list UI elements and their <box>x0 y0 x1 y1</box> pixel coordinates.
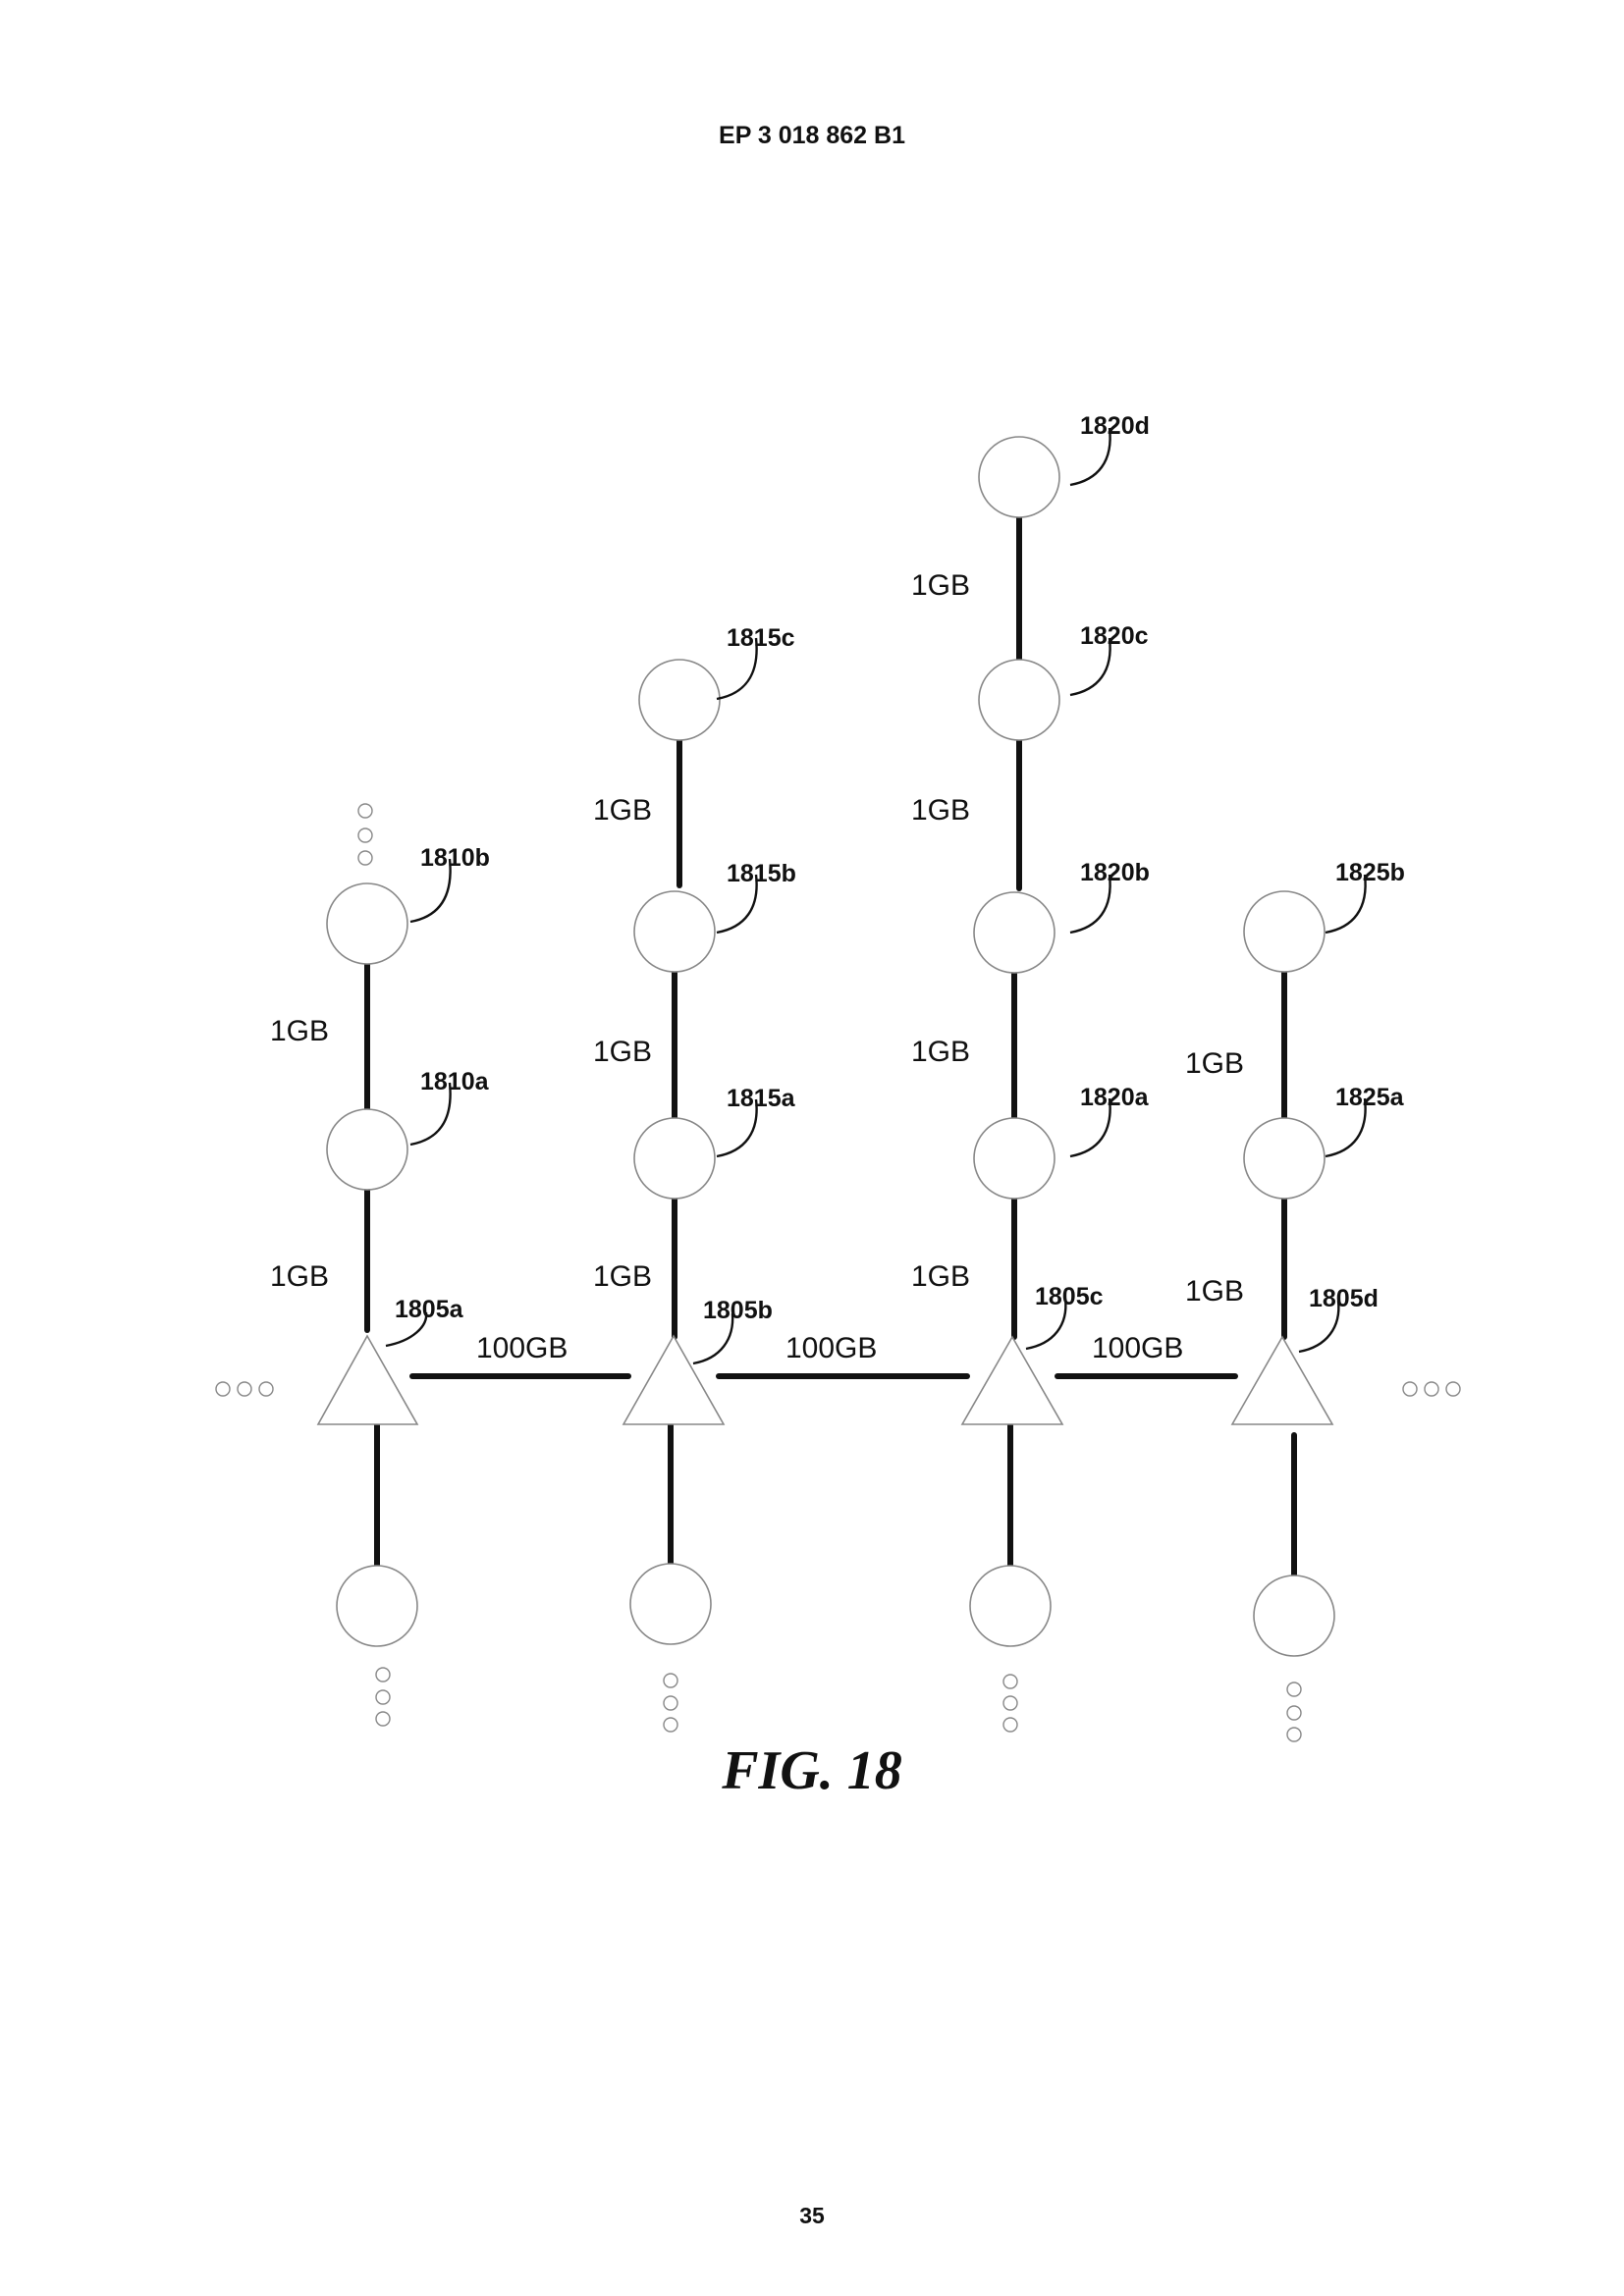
ellipsis-dot <box>375 1689 391 1705</box>
ellipsis-dot <box>663 1717 678 1733</box>
bandwidth-label: 1GB <box>911 569 970 602</box>
leader-1805c <box>1025 1298 1067 1351</box>
label-1805d: 1805d <box>1309 1285 1379 1312</box>
leader-1820a <box>1069 1097 1111 1158</box>
patent-number-header: EP 3 018 862 B1 <box>719 122 905 149</box>
node-lower-b <box>629 1563 712 1645</box>
bandwidth-label: 1GB <box>593 794 652 827</box>
label-1820d: 1820d <box>1080 412 1150 440</box>
ellipsis-dot <box>1002 1717 1018 1733</box>
node-1820a <box>973 1117 1056 1200</box>
ellipsis-dot <box>375 1711 391 1727</box>
node-1820d <box>978 436 1060 518</box>
ellipsis-dot <box>357 803 373 819</box>
leader-1810a <box>409 1082 452 1147</box>
label-1805c: 1805c <box>1035 1283 1104 1310</box>
label-1825a: 1825a <box>1335 1084 1405 1111</box>
bandwidth-label: 100GB <box>785 1332 877 1364</box>
ellipsis-dot <box>1286 1727 1302 1742</box>
bandwidth-label: 1GB <box>1185 1047 1244 1080</box>
leader-1825b <box>1325 874 1367 934</box>
ellipsis-dot <box>258 1381 274 1397</box>
switch-1805c <box>960 1335 1064 1425</box>
ellipsis-dot <box>1424 1381 1439 1397</box>
bandwidth-label: 1GB <box>911 1036 970 1068</box>
bandwidth-label: 1GB <box>911 1260 970 1293</box>
ellipsis-dot <box>215 1381 231 1397</box>
label-1820a: 1820a <box>1080 1084 1150 1111</box>
page-number: 35 <box>799 2203 825 2228</box>
bandwidth-label: 1GB <box>593 1036 652 1068</box>
ellipsis-dot <box>357 828 373 843</box>
node-1825b <box>1243 890 1326 973</box>
node-lower-d <box>1253 1575 1335 1657</box>
bandwidth-label: 1GB <box>270 1260 329 1293</box>
label-1805a: 1805a <box>395 1296 464 1323</box>
bandwidth-label: 1GB <box>911 794 970 827</box>
label-1820c: 1820c <box>1080 622 1149 650</box>
ellipsis-dot <box>663 1673 678 1688</box>
ellipsis-dot <box>357 850 373 866</box>
node-1820b <box>973 891 1056 974</box>
leader-1815c <box>716 637 758 701</box>
leader-1815a <box>716 1098 758 1158</box>
switch-1805b <box>622 1334 726 1425</box>
label-1805b: 1805b <box>703 1297 773 1324</box>
bandwidth-label: 100GB <box>1092 1332 1183 1364</box>
bandwidth-label: 100GB <box>476 1332 568 1364</box>
ellipsis-dot <box>663 1695 678 1711</box>
node-1825a <box>1243 1117 1326 1200</box>
label-1815b: 1815b <box>727 860 796 887</box>
label-1810a: 1810a <box>420 1068 490 1095</box>
leader-1820b <box>1069 874 1111 934</box>
switch-1805a <box>316 1334 419 1425</box>
ellipsis-dot <box>1002 1674 1018 1689</box>
label-1825b: 1825b <box>1335 859 1405 886</box>
label-1820b: 1820b <box>1080 859 1150 886</box>
label-1810b: 1810b <box>420 844 490 872</box>
leader-1810b <box>409 858 452 924</box>
bandwidth-label: 1GB <box>593 1260 652 1293</box>
ellipsis-dot <box>1445 1381 1461 1397</box>
ellipsis-dot <box>1286 1705 1302 1721</box>
leader-1820c <box>1069 637 1111 697</box>
leader-1805b <box>692 1312 734 1365</box>
leader-1805a <box>385 1311 428 1348</box>
node-lower-c <box>969 1565 1052 1647</box>
node-1815a <box>633 1117 716 1200</box>
ellipsis-dot <box>237 1381 252 1397</box>
ellipsis-dot <box>1002 1695 1018 1711</box>
leader-1815b <box>716 874 758 934</box>
node-1815c <box>638 659 721 741</box>
label-1815c: 1815c <box>727 624 795 652</box>
node-1810a <box>326 1108 408 1191</box>
node-1820c <box>978 659 1060 741</box>
node-1810b <box>326 882 408 965</box>
ellipsis-dot <box>1402 1381 1418 1397</box>
node-1815b <box>633 890 716 973</box>
leader-1805d <box>1298 1300 1340 1354</box>
bandwidth-label: 1GB <box>270 1015 329 1047</box>
switch-1805d <box>1230 1335 1334 1425</box>
ellipsis-dot <box>1286 1682 1302 1697</box>
label-1815a: 1815a <box>727 1085 796 1112</box>
leader-1825a <box>1325 1097 1367 1158</box>
node-lower-a <box>336 1565 418 1647</box>
figure-caption: FIG. 18 <box>721 1740 902 1801</box>
bandwidth-label: 1GB <box>1185 1275 1244 1308</box>
ellipsis-dot <box>375 1667 391 1682</box>
leader-1820d <box>1069 427 1111 487</box>
